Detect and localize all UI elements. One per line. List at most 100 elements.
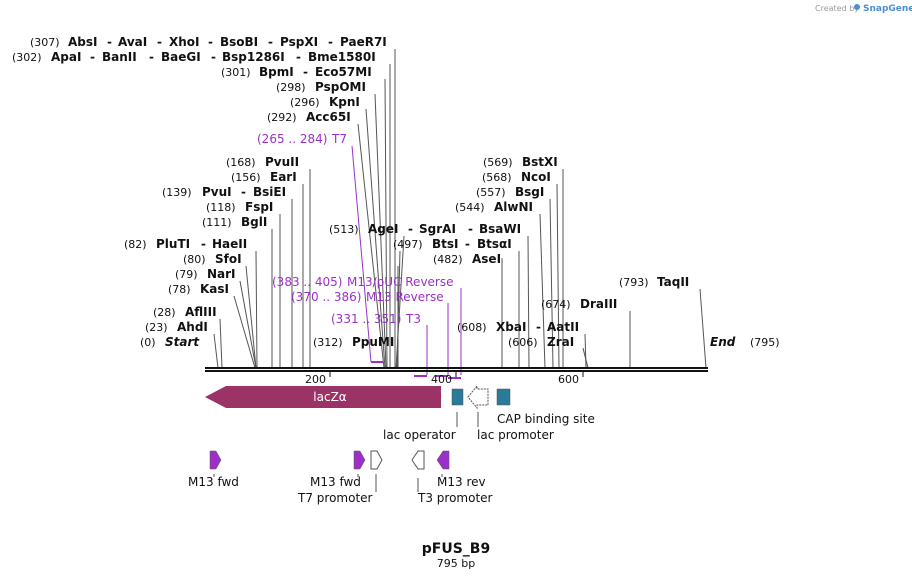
svg-text:(557): (557) [476,186,506,199]
svg-text:(513): (513) [329,223,359,236]
site-label-pvuii: PvuII [265,155,299,169]
site-label-bsgi: BsgI [515,185,544,199]
site-connectors [213,49,707,369]
svg-text:-: - [303,65,308,79]
t3-promoter-arrow [411,450,425,470]
svg-text:(156): (156) [231,171,261,184]
site-label-aatii: AatII [547,320,579,334]
svg-text:-: - [408,222,413,236]
svg-text:-: - [468,222,473,236]
lacz-label: lacZα [313,390,347,404]
site-label-btsai: BtsαI [477,237,512,251]
svg-text:(568): (568) [482,171,512,184]
features: lacZα lac operator lac promoter CAP bind… [188,384,595,505]
site-label-afliii: AflIII [185,305,217,319]
site-label-pspxi: PspXI [280,35,318,49]
site-label-baegi: BaeGI [161,50,201,64]
svg-text:(168): (168) [226,156,256,169]
svg-text:-: - [241,185,246,199]
lac-operator-label: lac operator [383,428,456,442]
site-label-paer7i: PaeR7I [340,35,387,49]
svg-text:(497): (497) [393,238,423,251]
site-label-bsiei: BsiEI [253,185,286,199]
site-label-banii: BanII [102,50,137,64]
site-label-fspi: FspI [245,200,273,214]
tick-label: 200 [305,373,326,386]
svg-text:-: - [536,320,541,334]
start-label: Start [165,335,200,349]
start-pos: (0) [140,336,156,349]
site-label-kpni: KpnI [329,95,360,109]
lacz-arrow [205,386,441,408]
tick-label: 600 [558,373,579,386]
end-label: End [710,335,736,349]
site-label-ahdi: AhdI [177,320,208,334]
svg-text:-: - [465,237,470,251]
primer-range: (265 .. 284) [257,132,327,146]
site-pos: (301) [221,66,251,79]
svg-text:-: - [90,50,95,64]
t7-promoter-label: T7 promoter [297,491,373,505]
primer-range: (370 .. 386) [291,290,361,304]
svg-text:-: - [107,35,112,49]
credit-brand: SnapGene [863,4,912,14]
cap-site-box [496,388,511,406]
plasmid-length: 795 bp [437,557,475,570]
t3-promoter-label: T3 promoter [417,491,493,505]
site-label-acc65i: Acc65I [306,110,351,124]
sequence-backbone: 200 400 600 [205,367,708,386]
site-label-btsi: BtsI [432,237,459,251]
site-label-ppumi: PpuMI [352,335,394,349]
m13-fwd-label-2: M13 fwd [310,475,361,489]
site-label-apai: ApaI [51,50,81,64]
lac-operator-box [451,388,464,406]
site-label-ncoi: NcoI [521,170,551,184]
site-label-pspomi: PspOMI [315,80,366,94]
site-label-bstxi: BstXI [522,155,558,169]
snapgene-logo-icon [854,4,860,10]
svg-text:(78): (78) [168,283,191,296]
site-label-bgli: BglI [241,215,267,229]
primer-connectors [351,145,462,379]
end-pos: (795) [750,336,780,349]
site-label-bme1580i: Bme1580I [308,50,376,64]
svg-text:-: - [149,50,154,64]
site-pos: (298) [276,81,306,94]
site-group-left-top: (307) AbsI - AvaI - XhoI - BsoBI - PspXI… [12,35,387,124]
site-label-avai: AvaI [118,35,147,49]
svg-text:-: - [328,35,333,49]
site-label-zrai: ZraI [547,335,574,349]
m13-fwd-arrow-1 [209,450,222,470]
site-label-sfoi: SfoI [215,252,242,266]
svg-text:(23): (23) [145,321,168,334]
svg-text:(139): (139) [162,186,192,199]
primer-range: (383 .. 405) [272,275,342,289]
lac-promoter-arrow [467,384,489,410]
primer-name-m13puc-reverse: M13/pUC Reverse [347,275,454,289]
svg-text:(118): (118) [206,201,236,214]
site-pos: (292) [267,111,297,124]
site-label-alwni: AlwNI [494,200,533,214]
m13-fwd-arrow-2 [353,450,366,470]
svg-text:-: - [208,35,213,49]
svg-text:(82): (82) [124,238,147,251]
site-label-bsp1286i: Bsp1286I [222,50,285,64]
svg-text:-: - [296,50,301,64]
site-label-nari: NarI [207,267,236,281]
svg-text:(79): (79) [175,268,198,281]
site-label-xhoi: XhoI [169,35,200,49]
primer-range: (331 .. 351) [331,312,401,326]
lac-promoter-label: lac promoter [477,428,554,442]
svg-text:(28): (28) [153,306,176,319]
svg-text:(544): (544) [455,201,485,214]
site-label-pvui: PvuI [202,185,232,199]
site-pos: (302) [12,51,42,64]
credit-text: Created by [815,4,859,13]
site-group-middle: (513) AgeI - SgrAI - BsaWI (497) BtsI - … [272,222,521,349]
svg-text:-: - [201,237,206,251]
svg-text:(482): (482) [433,253,463,266]
svg-text:-: - [211,50,216,64]
site-label-xbai: XbaI [496,320,526,334]
site-label-pluti: PluTI [156,237,190,251]
